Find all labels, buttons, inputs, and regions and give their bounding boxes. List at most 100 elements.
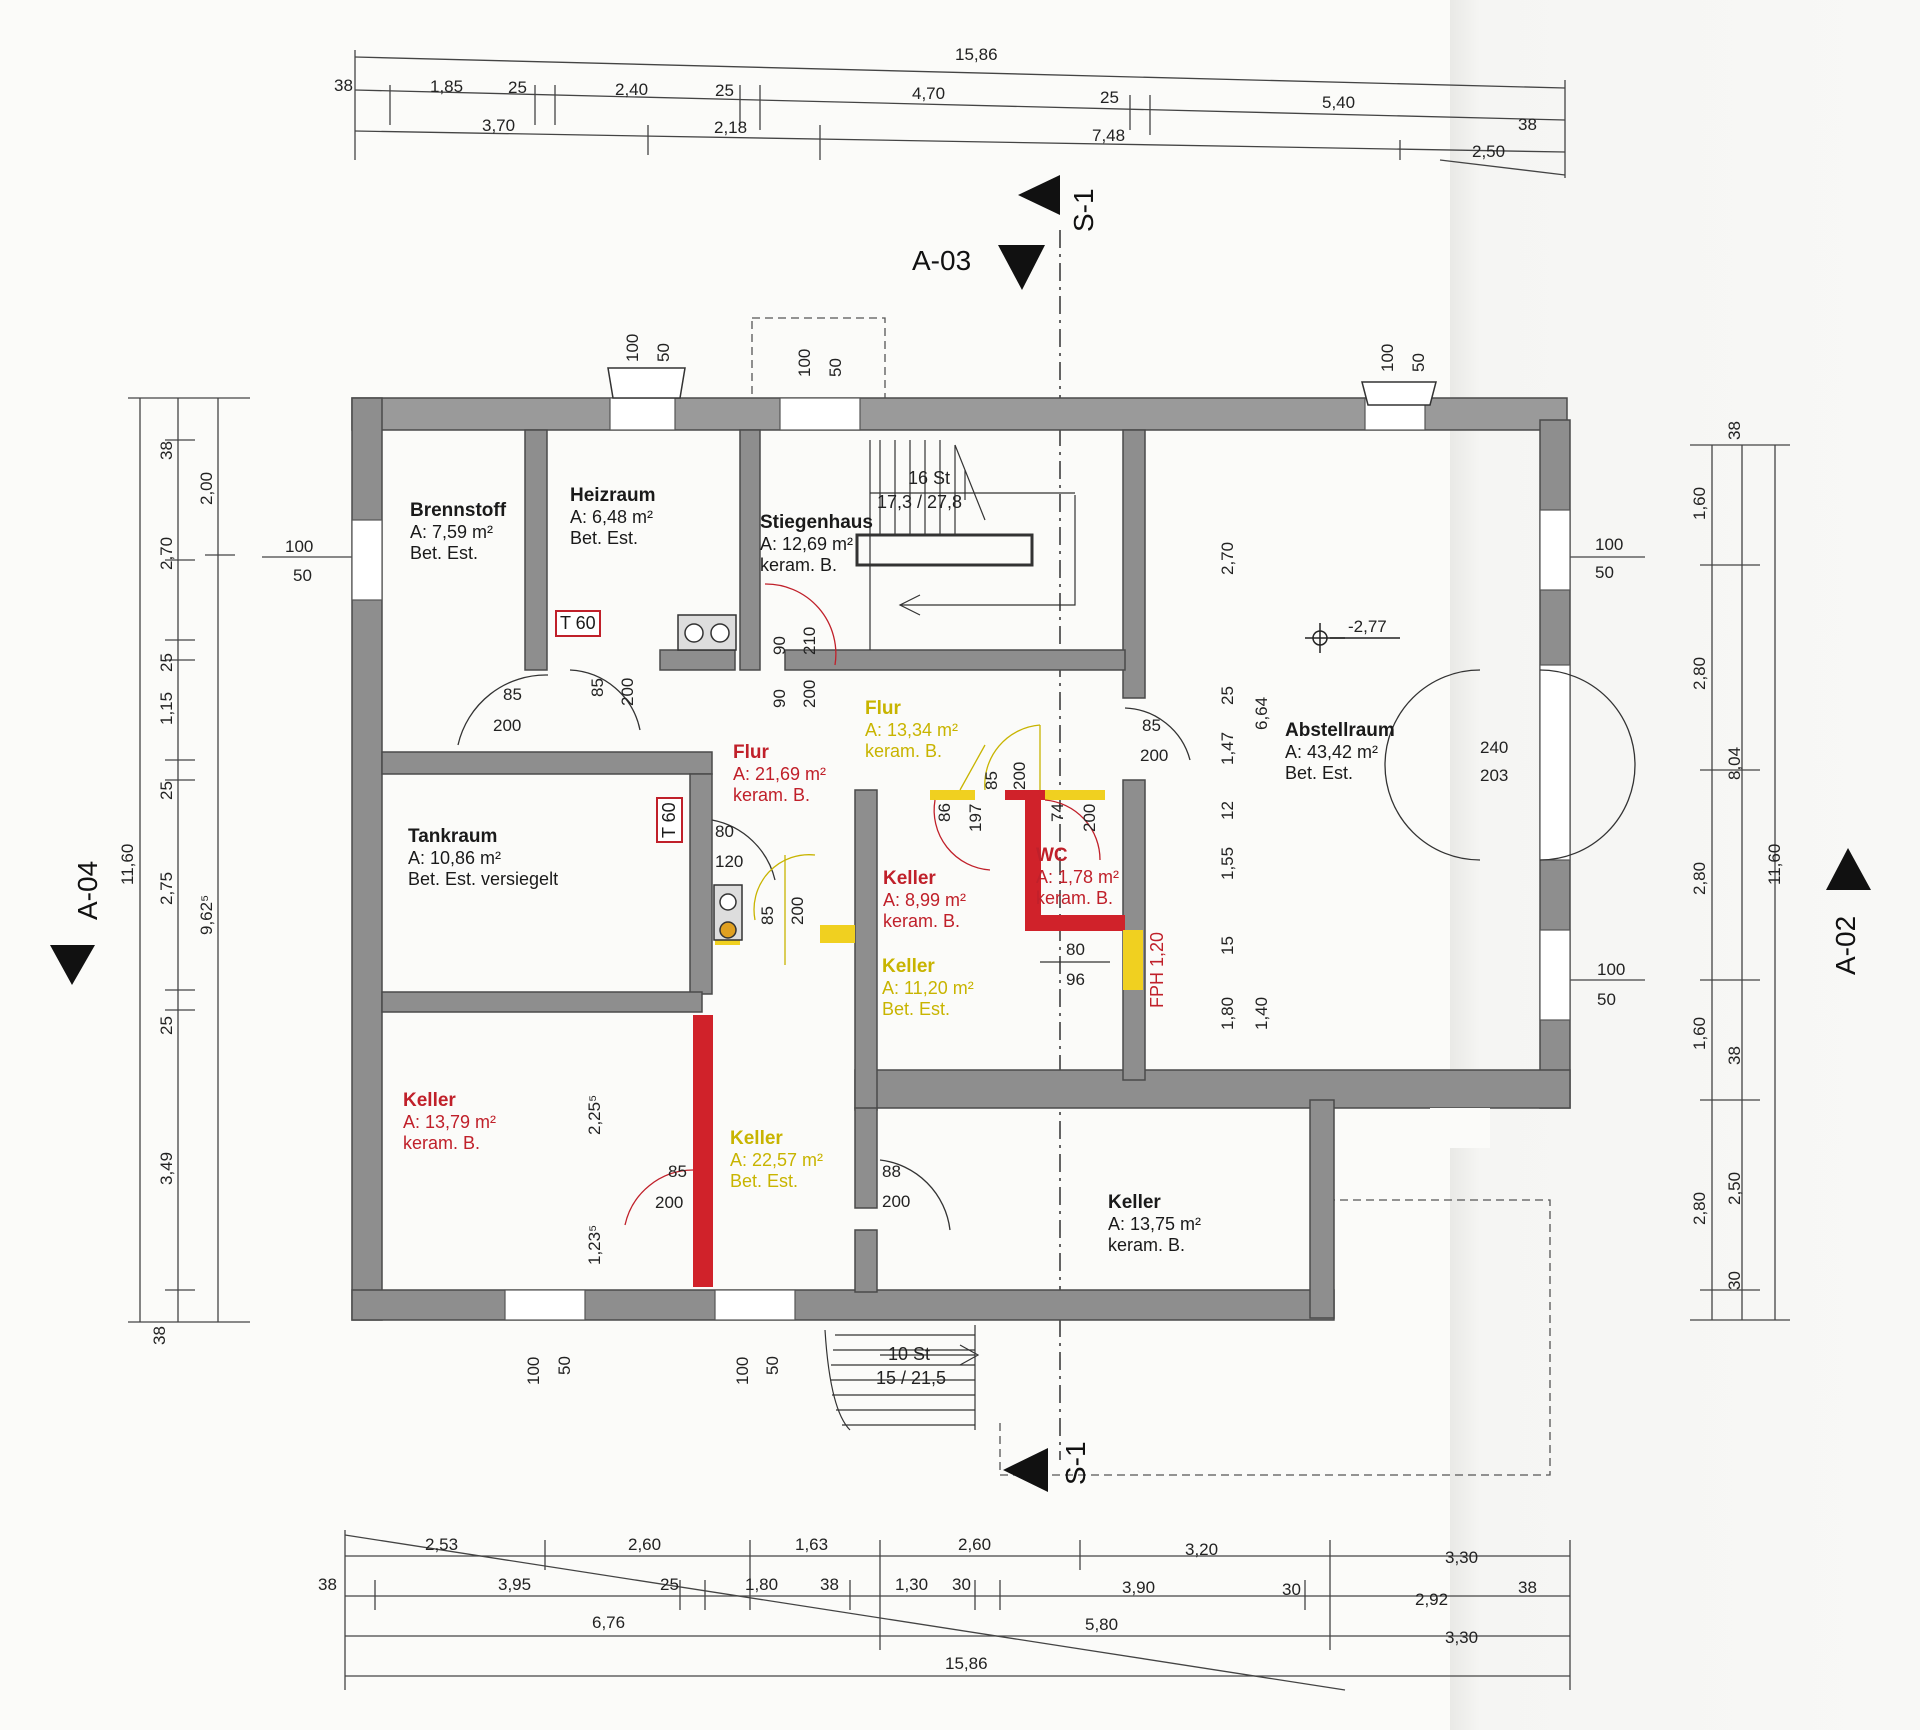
dim-inner: 1,80 [1218,996,1237,1030]
dim-inner: 1,40 [1252,996,1271,1030]
door-label: 203 [1480,766,1509,785]
dim-bottom: 2,92 [1415,1590,1449,1609]
door-label: 200 [882,1192,911,1211]
dim-right: 1,60 [1690,486,1709,520]
fire-door-tankraum: T 60 [656,797,683,843]
red-walls [693,790,1125,1287]
right-dimension-lines [1555,444,1790,1321]
room-floor: keram. B. [883,910,961,931]
room-name: Flur [733,742,769,763]
room-tankraum: Tankraum A: 10,86 m² Bet. Est. versiegel… [408,826,558,889]
dim-inner: 2,25⁵ [585,1094,604,1135]
room-area: A: 11,20 m² [882,977,974,998]
bottom-dimension-lines [344,1534,1570,1691]
room-name: Stiegenhaus [760,512,873,533]
door-label: 80 [1066,940,1085,959]
window-dim: 100 [795,348,814,377]
dim-top: 2,18 [714,118,748,137]
door-label: 200 [1010,761,1029,790]
dim-left: 2,00 [197,471,216,505]
window-dim: 50 [1597,990,1616,1009]
dim-bottom: 38 [1518,1578,1537,1597]
dim-right: 8,04 [1725,746,1744,780]
section-label-a04: A-04 [72,860,103,920]
room-name: Keller [1108,1192,1161,1213]
room-floor: keram. B. [403,1132,481,1153]
dim-inner: 1,23⁵ [585,1224,604,1265]
dim-top: 38 [334,76,353,95]
door-label: 200 [1140,746,1169,765]
room-area: A: 1,78 m² [1036,866,1120,887]
room-area: A: 13,79 m² [403,1111,497,1132]
dim-right: 2,50 [1725,1171,1744,1205]
dim-inner: 2,70 [1218,541,1237,575]
inner-stair [855,440,1076,650]
dim-inner: 1,55 [1218,846,1237,880]
section-a03-icon [998,245,1045,290]
inner-stair-count: 16 St [908,468,951,488]
fph-label: FPH 1,20 [1147,931,1167,1008]
room-name: Keller [883,868,936,889]
top-dimension-lines [354,50,1566,178]
window-dim: 100 [1595,535,1624,554]
section-a04-icon [50,945,95,985]
window-dim: 50 [293,566,312,585]
dim-bottom: 2,53 [425,1535,459,1554]
dim-left: 3,49 [157,1151,176,1185]
outer-stair-ratio: 15 / 21,5 [876,1368,947,1388]
dim-right: 38 [1725,421,1744,440]
dim-bottom: 1,63 [795,1535,829,1554]
room-brennstoff: Brennstoff A: 7,59 m² Bet. Est. [410,500,506,563]
boiler-icon [677,614,743,941]
outer-stair [824,1325,980,1431]
dim-left: 2,70 [157,536,176,570]
room-floor: Bet. Est. [730,1170,799,1191]
room-floor: Bet. Est. [570,527,639,548]
dim-bottom: 6,76 [592,1613,626,1632]
dim-top-total: 15,86 [955,45,998,64]
room-area: A: 6,48 m² [570,506,654,527]
door-label: 96 [1066,970,1085,989]
room-flur-red: Flur A: 21,69 m² keram. B. [733,742,826,805]
dim-left: 25 [157,653,176,672]
room-floor: keram. B. [760,554,838,575]
door-label: 86 [935,803,954,822]
section-label-s1-bottom: S-1 [1060,1441,1091,1485]
room-name: Keller [882,956,935,977]
room-name: Keller [730,1128,783,1149]
dim-right: 1,60 [1690,1016,1709,1050]
dim-top: 4,70 [912,84,946,103]
window-dim: 100 [733,1356,752,1385]
dim-bottom: 3,95 [498,1575,532,1594]
room-area: A: 13,75 m² [1108,1213,1202,1234]
dim-left: 2,75 [157,871,176,905]
room-floor: keram. B. [733,784,811,805]
fire-door-heizraum: T 60 [555,610,601,637]
door-label: 200 [493,716,522,735]
section-markers [50,175,1871,1492]
window-dim: 100 [285,537,314,556]
dim-top: 2,40 [615,80,649,99]
section-s1-bottom-icon [1003,1448,1048,1492]
dim-left: 38 [157,441,176,460]
dim-top: 25 [1100,88,1119,107]
room-area: A: 10,86 m² [408,847,502,868]
dim-left: 1,15 [157,691,176,725]
room-wc: WC A: 1,78 m² keram. B. [1036,845,1119,908]
dim-right: 38 [1725,1046,1744,1065]
door-label: 197 [966,803,985,832]
inner-stair-ratio: 17,3 / 27,8 [877,492,963,512]
dim-right: 2,80 [1690,861,1709,895]
dim-bottom: 30 [1282,1580,1301,1599]
door-label: 85 [758,906,777,925]
dim-bottom: 5,80 [1085,1615,1119,1634]
dim-bottom: 3,90 [1122,1578,1156,1597]
window-dim: 50 [654,343,673,362]
room-area: A: 8,99 m² [883,889,967,910]
dim-right: 2,80 [1690,656,1709,690]
window-dim: 100 [524,1356,543,1385]
room-keller-red-left: Keller A: 13,79 m² keram. B. [403,1090,496,1153]
dim-left: 9,62⁵ [197,894,216,935]
section-label-s1-top: S-1 [1068,188,1099,232]
